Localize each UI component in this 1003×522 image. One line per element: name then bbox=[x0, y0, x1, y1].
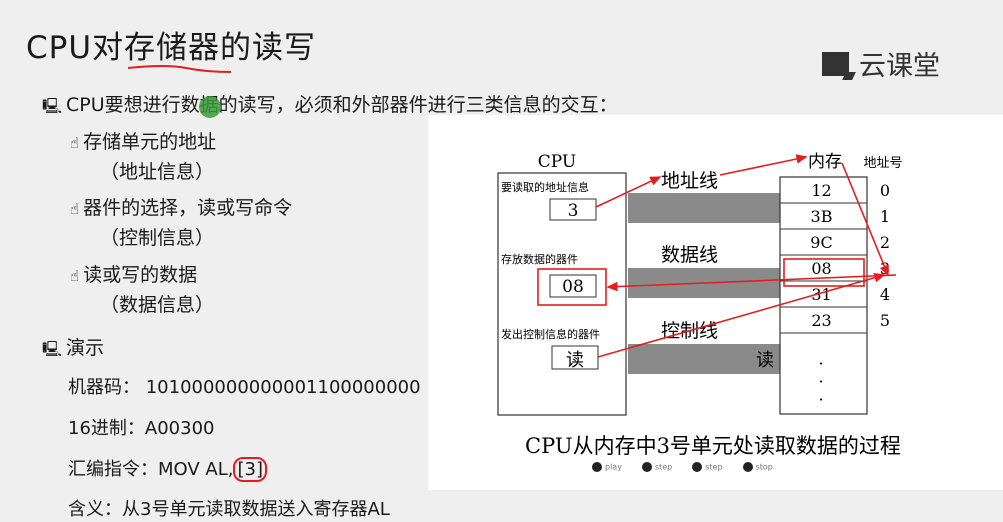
item-data-sub: （数据信息） bbox=[100, 294, 215, 316]
control-bus bbox=[628, 344, 780, 374]
step-back-button[interactable]: step bbox=[641, 462, 672, 472]
arrow-bus-to-memory bbox=[719, 154, 808, 176]
data-register bbox=[549, 274, 597, 298]
memory-cell-value: 23 bbox=[811, 311, 831, 330]
hand-pointer-icon: ☝ bbox=[70, 134, 80, 152]
hex-code: 16进制：A00300 bbox=[68, 418, 215, 439]
cursor-highlight bbox=[199, 96, 221, 118]
control-bus-value: 读 bbox=[756, 350, 774, 371]
ctrl-label: 发出控制信息的器件 bbox=[501, 327, 600, 341]
memory-address: 5 bbox=[880, 311, 890, 330]
diagram-caption: CPU从内存中3号单元处读取数据的过程 bbox=[525, 434, 901, 458]
memory-ellipsis-dot: · bbox=[818, 390, 823, 409]
demo-heading: 🖳演示 bbox=[42, 337, 105, 359]
meaning: 含义：从3号单元读取数据送入寄存器AL bbox=[68, 499, 390, 520]
memory-ellipsis-dot: · bbox=[818, 354, 823, 373]
asm-instruction: 汇编指令：MOV AL,[3] bbox=[68, 455, 267, 482]
step-forward-button[interactable]: step bbox=[692, 462, 723, 472]
hand-pointer-icon: ☝ bbox=[70, 267, 80, 285]
logo-text: 云课堂 bbox=[859, 51, 940, 82]
brand-logo: 云课堂 bbox=[822, 44, 940, 83]
play-icon bbox=[592, 462, 602, 472]
memory-cell-value: 12 bbox=[811, 181, 831, 200]
diagram-panel: CPU 要读取的地址信息 3 存放数据的器件 08 发出控制信息的器件 读 地址… bbox=[428, 115, 1003, 490]
ctrl-register bbox=[551, 345, 599, 370]
address-bus-label: 地址线 bbox=[661, 170, 718, 192]
memory-cell-value: 31 bbox=[811, 285, 831, 304]
addr-register bbox=[549, 198, 597, 221]
arrow-to-address-3 bbox=[841, 162, 889, 277]
address-column-label: 地址号 bbox=[863, 156, 902, 171]
memory-label: 内存 bbox=[808, 152, 842, 172]
addr-value: 3 bbox=[568, 201, 579, 221]
stop-icon bbox=[742, 462, 753, 472]
arrow-data-to-cpu bbox=[606, 274, 897, 292]
arrow-control-to-memory bbox=[597, 273, 886, 358]
monitor-icon: 🖳 bbox=[42, 340, 63, 358]
item-control: ☝器件的选择，读或写命令 bbox=[70, 197, 293, 219]
item-control-sub: （控制信息） bbox=[100, 227, 215, 249]
underline-annotation bbox=[127, 65, 232, 73]
step-forward-icon bbox=[692, 462, 703, 472]
addr-info-label: 要读取的地址信息 bbox=[501, 180, 589, 194]
page-title: CPU对存储器的读写 bbox=[26, 22, 316, 73]
stop-button[interactable]: stop bbox=[742, 462, 773, 472]
flow-arrows bbox=[595, 154, 897, 358]
data-store-label: 存放数据的器件 bbox=[501, 252, 578, 266]
memory-address: 4 bbox=[880, 285, 890, 304]
data-register-highlight bbox=[537, 268, 607, 306]
data-value: 08 bbox=[562, 277, 584, 297]
logo-icon bbox=[822, 51, 849, 76]
play-button[interactable]: play bbox=[592, 462, 622, 472]
cpu-label: CPU bbox=[538, 152, 576, 172]
machine-code: 机器码： 101000000000001100000000 bbox=[68, 377, 421, 398]
item-address: ☝存储单元的地址 bbox=[70, 131, 217, 153]
item-address-sub: （地址信息） bbox=[100, 161, 215, 183]
ctrl-value: 读 bbox=[566, 350, 584, 371]
memory-address: 1 bbox=[880, 207, 890, 226]
memory-cell-value: 3B bbox=[811, 207, 833, 226]
address-bus bbox=[628, 193, 780, 223]
hand-pointer-icon: ☝ bbox=[70, 200, 80, 218]
data-bus-label: 数据线 bbox=[661, 244, 718, 266]
memory-ellipsis-dot: · bbox=[818, 372, 823, 391]
monitor-icon: 🖳 bbox=[42, 97, 63, 115]
memory-address: 0 bbox=[880, 181, 890, 200]
arrow-addr-to-bus bbox=[595, 176, 662, 208]
memory-read-diagram: CPU 要读取的地址信息 3 存放数据的器件 08 发出控制信息的器件 读 地址… bbox=[497, 152, 903, 458]
memory-cell-value: 9C bbox=[810, 233, 832, 252]
cell-highlight bbox=[783, 258, 865, 287]
playback-controls: play step step stop bbox=[592, 462, 773, 472]
memory-cell-value: 08 bbox=[811, 259, 831, 278]
item-data: ☝读或写的数据 bbox=[70, 264, 198, 286]
memory-address: 2 bbox=[880, 233, 890, 252]
memory-box bbox=[779, 176, 868, 415]
step-back-icon bbox=[641, 462, 652, 472]
